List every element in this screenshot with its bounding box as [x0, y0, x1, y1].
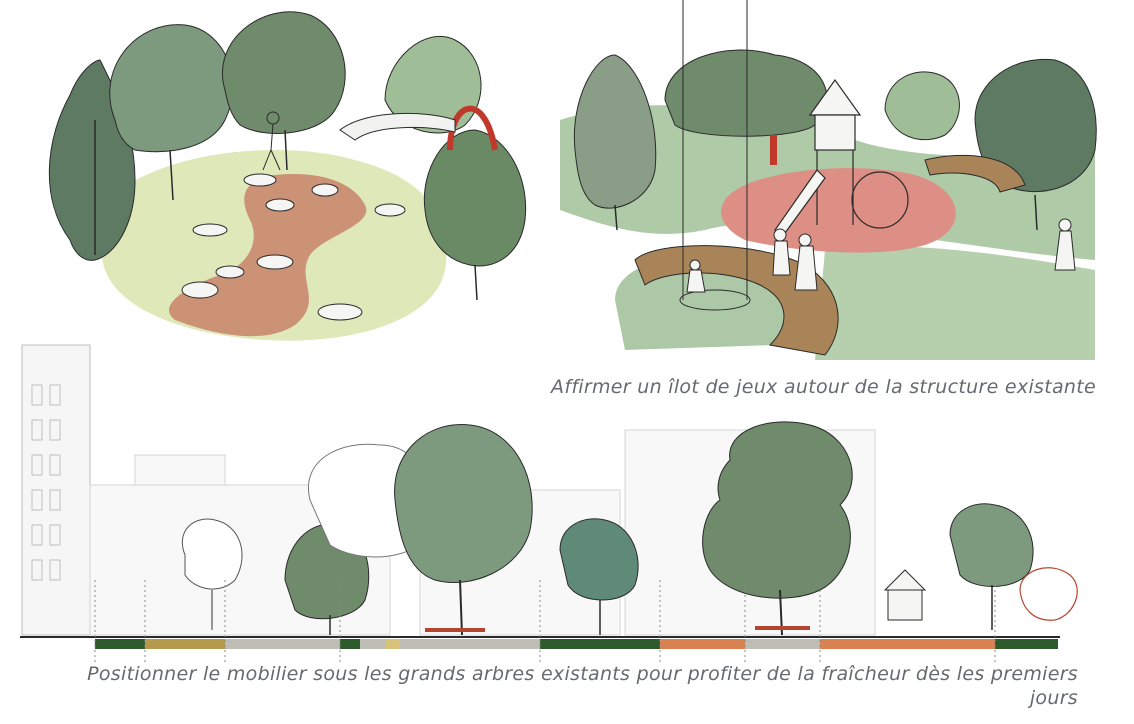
stump [192, 223, 228, 237]
stump [311, 183, 339, 197]
playhouse [883, 569, 927, 621]
stump [243, 173, 277, 187]
section-caption: Positionner le mobilier sous les grands … [87, 663, 1078, 709]
reference-lines [94, 580, 996, 665]
stump [265, 198, 295, 212]
people-figures [686, 218, 1076, 293]
tree-tall-center [394, 423, 533, 636]
tree-outline-small [181, 518, 243, 630]
lawn-lower-right [815, 246, 1095, 360]
stump [317, 303, 363, 321]
playground-caption: Affirmer un îlot de jeux autour de la st… [551, 376, 1096, 398]
forest-meadow-sketch [48, 11, 527, 341]
tall-building [21, 344, 91, 636]
play-structure [774, 78, 909, 234]
playground-sketch [560, 0, 1097, 360]
red-arch [447, 105, 498, 151]
bench [425, 628, 485, 632]
tree-far-right [949, 503, 1034, 630]
red-post [770, 135, 777, 165]
person-figure [262, 111, 281, 171]
street-section-elevation [20, 344, 1078, 665]
tree-top-right [384, 35, 482, 134]
ground-material-strip [95, 639, 1058, 649]
stump [215, 265, 245, 279]
wooden-deck [924, 154, 1026, 193]
stumps [181, 173, 406, 321]
tree-bg-left [573, 54, 657, 231]
curved-walkway [339, 112, 456, 141]
tree-teal [559, 518, 639, 635]
tree-autumn-outline [1019, 567, 1078, 621]
swing-seat [679, 289, 751, 311]
stump [181, 281, 219, 299]
lawn-lower-left [615, 256, 789, 350]
stump [374, 203, 406, 217]
benches [425, 626, 810, 632]
tree-bg-mid [884, 71, 960, 141]
bench [755, 626, 810, 630]
climbing-wheel [851, 171, 909, 229]
tree-top-center [222, 11, 346, 171]
play-zone [721, 168, 956, 253]
tree-bg-center [664, 49, 828, 137]
stump [256, 254, 294, 270]
